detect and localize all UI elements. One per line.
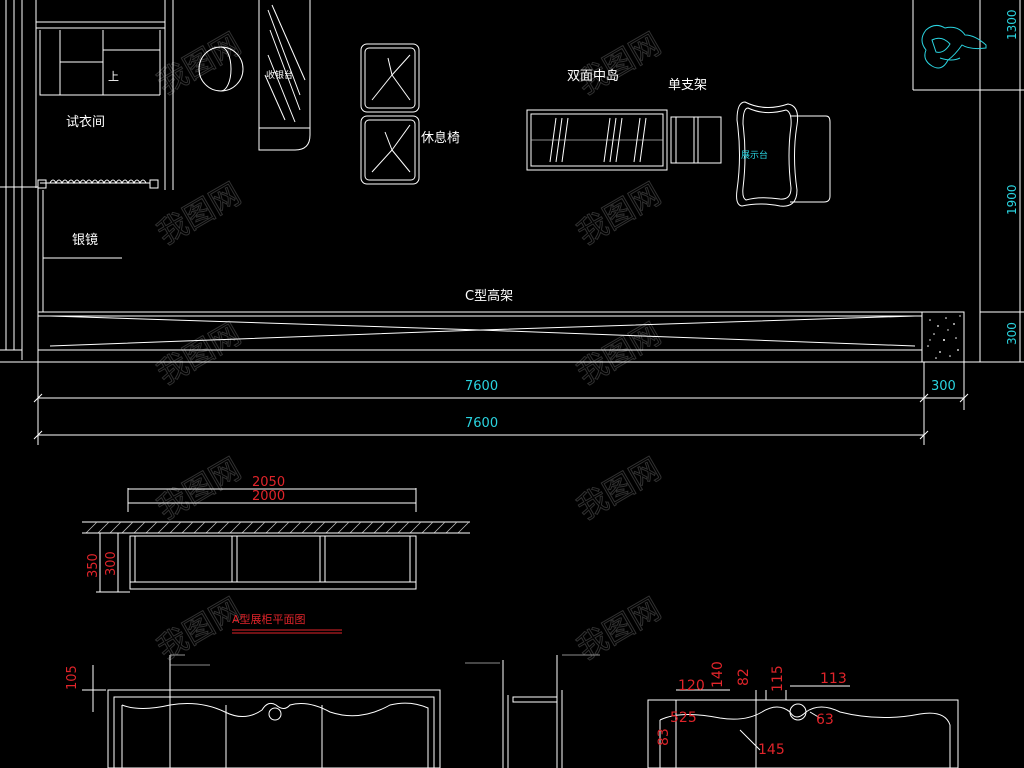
fitting-room[interactable]: 上 试衣间 — [35, 0, 174, 190]
dim-145: 145 — [758, 742, 785, 758]
dim-350: 350 — [86, 553, 101, 578]
watermark-text: 我图网 — [572, 592, 667, 667]
watermark-text: 我图网 — [152, 592, 247, 667]
right-dimensions: 1300 1900 300 — [980, 0, 1024, 363]
c-high-rack-label: C型高架 — [465, 288, 513, 304]
wall-hatch — [85, 521, 470, 534]
detail-b-elevation-left[interactable]: 105 — [65, 654, 441, 768]
watermark-text: 我图网 — [152, 317, 247, 392]
dim-300-bottom: 300 — [931, 379, 956, 394]
dim-1900: 1900 — [1005, 184, 1019, 215]
up-mark: 上 — [108, 70, 119, 83]
mirror[interactable]: 银镜 — [43, 233, 122, 259]
dim-7600-b: 7600 — [465, 416, 498, 431]
column-hatch — [927, 315, 961, 359]
left-wall — [0, 0, 38, 360]
dim-2000: 2000 — [252, 489, 285, 504]
watermark-text: 我图网 — [572, 452, 667, 527]
double-island[interactable]: 双面中岛 — [526, 68, 668, 171]
cash-desk-label: 收银台 — [266, 69, 293, 81]
mirror-label: 银镜 — [72, 233, 98, 248]
dim-525: 525 — [670, 710, 697, 726]
detail-b-elevation-right[interactable]: 120 140 82 115 113 525 63 83 145 — [647, 661, 959, 768]
dim-105: 105 — [65, 665, 80, 690]
dim-7600-a: 7600 — [465, 379, 498, 394]
watermark-layer: 我图网 我图网 我图网 我图网 我图网 我图网 我图网 我图网 我图网 我图网 — [151, 26, 667, 667]
dim-2050: 2050 — [252, 475, 285, 490]
detail-a-title: A型展柜平面图 — [232, 612, 306, 626]
watermark-text: 我图网 — [572, 317, 667, 392]
round-stool[interactable] — [198, 46, 244, 92]
watermark-text: 我图网 — [152, 177, 247, 252]
rest-chair-label: 休息椅 — [421, 130, 460, 146]
display-table[interactable]: 展示台 — [736, 101, 831, 207]
dim-115: 115 — [770, 665, 786, 692]
detail-b-section[interactable] — [465, 654, 600, 768]
bottom-dimensions: 7600 300 7600 — [0, 361, 980, 445]
dim-120: 120 — [678, 678, 705, 694]
cash-desk[interactable]: 收银台 — [258, 0, 311, 151]
shop-boundary — [37, 0, 981, 362]
watermark-text: 我图网 — [572, 177, 667, 252]
dim-83: 83 — [656, 728, 672, 746]
dim-1300: 1300 — [1005, 9, 1019, 40]
dim-140: 140 — [710, 661, 726, 688]
fitting-room-label: 试衣间 — [66, 114, 105, 130]
single-rack[interactable]: 单支架 — [668, 78, 722, 164]
dim-300-detail: 300 — [104, 551, 119, 576]
watermark-text: 我图网 — [572, 27, 667, 102]
display-table-label: 展示台 — [741, 149, 768, 161]
c-high-rack[interactable]: C型高架 — [37, 288, 965, 363]
rest-chairs[interactable]: 休息椅 — [360, 43, 460, 185]
dim-113: 113 — [820, 671, 847, 687]
single-rack-label: 单支架 — [668, 78, 707, 93]
plant-icon — [921, 24, 987, 69]
detail-a-cabinet[interactable]: 2050 2000 — [82, 475, 470, 634]
dim-82: 82 — [736, 668, 752, 686]
dim-300-right: 300 — [1005, 322, 1019, 345]
double-island-label: 双面中岛 — [567, 68, 619, 84]
dim-63: 63 — [816, 712, 834, 728]
